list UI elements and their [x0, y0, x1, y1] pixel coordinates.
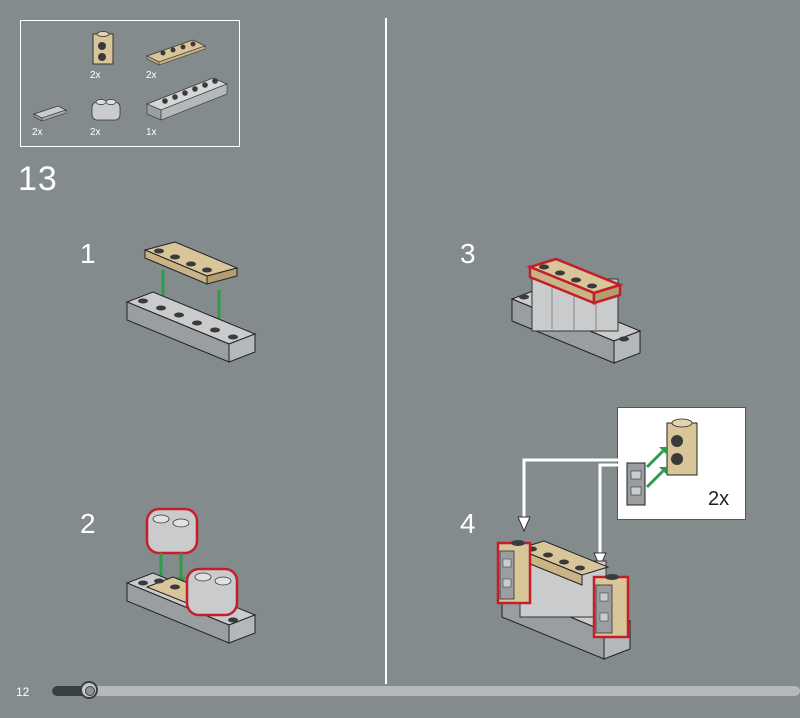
sub-step-number: 2	[80, 508, 96, 539]
sub-step-number: 3	[460, 238, 476, 269]
callout-connector-arrows	[517, 458, 620, 569]
part-qty: 2x	[90, 70, 101, 81]
part-grey-tile-icon	[32, 105, 68, 122]
part-tan-plate-1x4-icon	[145, 39, 207, 66]
step-3-illustration	[510, 257, 642, 364]
step-2-illustration	[125, 507, 257, 644]
progress-fill	[52, 686, 92, 696]
part-qty: 2x	[90, 127, 101, 138]
sub-step-number: 1	[80, 238, 96, 269]
column-divider	[385, 18, 387, 684]
part-qty: 2x	[32, 127, 43, 138]
callout-quantity: 2x	[708, 488, 730, 510]
progress-knob[interactable]	[80, 681, 98, 699]
progress-track	[52, 686, 800, 696]
main-step-number: 13	[18, 160, 58, 198]
sub-step-number: 4	[460, 508, 476, 539]
page-number: 12	[16, 685, 30, 699]
part-light-grey-round-brick-icon	[91, 99, 121, 121]
step-1-illustration	[125, 241, 257, 363]
step-4-illustration	[496, 540, 632, 660]
part-qty: 2x	[146, 70, 157, 81]
callout-subassembly-illustration	[626, 418, 698, 506]
parts-list-box	[20, 20, 240, 147]
part-tan-brick-1x1-icon	[92, 31, 114, 65]
part-qty: 1x	[146, 127, 157, 138]
part-light-grey-plate-1x6-icon	[145, 77, 229, 121]
